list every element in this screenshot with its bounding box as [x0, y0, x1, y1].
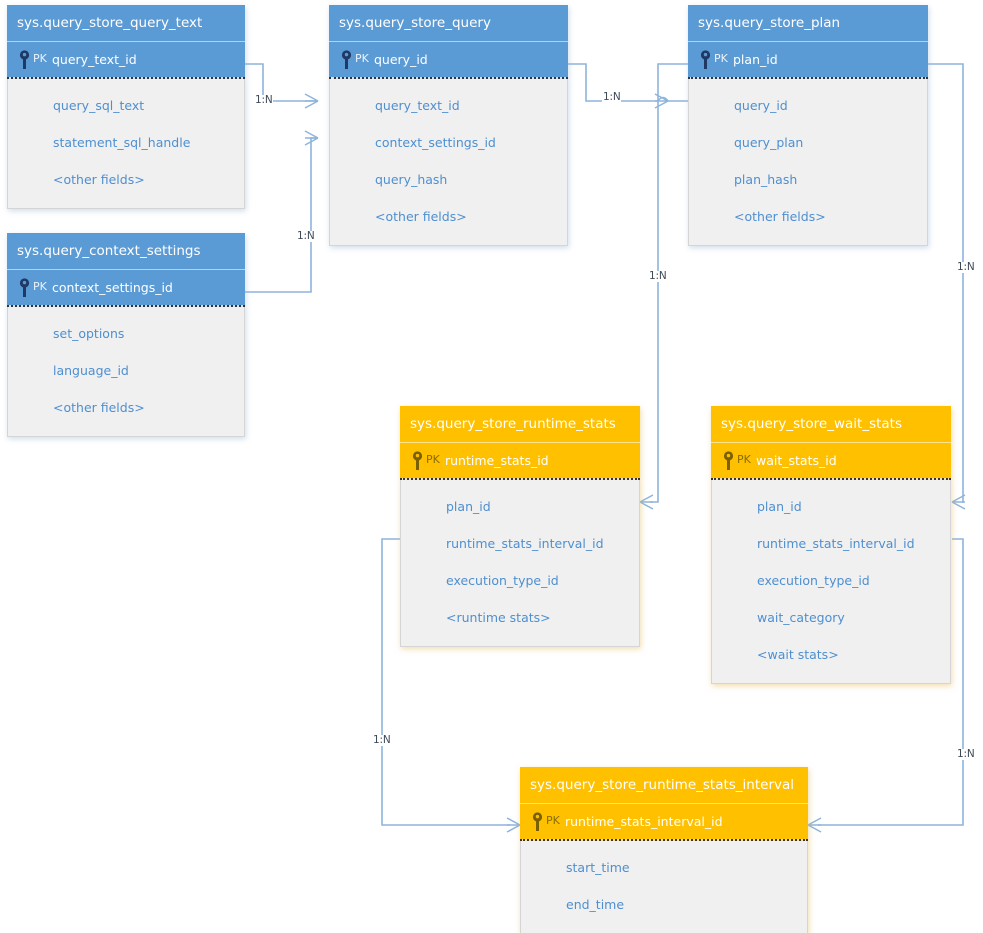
- pk-field-name: plan_id: [733, 52, 778, 67]
- field-row: language_id: [53, 363, 129, 378]
- pk-separator: [329, 77, 568, 79]
- field-row: query_plan: [734, 135, 804, 150]
- field-row: plan_hash: [734, 172, 798, 187]
- field-row: <wait stats>: [757, 647, 839, 662]
- entity-primary-key-row: PK plan_id: [688, 41, 928, 77]
- entity-title: sys.query_store_runtime_stats: [400, 406, 640, 442]
- pk-badge: PK: [33, 52, 47, 65]
- pk-field-name: query_id: [374, 52, 428, 67]
- field-row: <other fields>: [53, 400, 145, 415]
- field-row: <other fields>: [734, 209, 826, 224]
- key-icon: [19, 278, 30, 297]
- field-row: <other fields>: [375, 209, 467, 224]
- relationship-label-text-query: 1:N: [254, 94, 274, 106]
- key-icon: [19, 50, 30, 69]
- entity-title: sys.query_store_query: [329, 5, 568, 41]
- key-icon: [412, 451, 423, 470]
- entity-fields: plan_id runtime_stats_interval_id execut…: [400, 480, 640, 647]
- entity-primary-key-row: PK query_text_id: [7, 41, 245, 77]
- field-row: runtime_stats_interval_id: [757, 536, 915, 551]
- relationship-label-plan-wait: 1:N: [956, 261, 976, 273]
- field-row: runtime_stats_interval_id: [446, 536, 604, 551]
- key-icon: [723, 451, 734, 470]
- entity-title: sys.query_store_plan: [688, 5, 928, 41]
- field-row: query_id: [734, 98, 788, 113]
- entity-title: sys.query_store_query_text: [7, 5, 245, 41]
- field-row: statement_sql_handle: [53, 135, 191, 150]
- pk-field-name: runtime_stats_id: [445, 453, 549, 468]
- entity-fields: query_sql_text statement_sql_handle <oth…: [7, 79, 245, 209]
- pk-field-name: context_settings_id: [52, 280, 173, 295]
- pk-separator: [7, 77, 245, 79]
- field-row: end_time: [566, 897, 625, 912]
- field-row: <other fields>: [53, 172, 145, 187]
- entity-fields: plan_id runtime_stats_interval_id execut…: [711, 480, 951, 684]
- pk-separator: [688, 77, 928, 79]
- pk-field-name: wait_stats_id: [756, 453, 837, 468]
- field-row: plan_id: [446, 499, 491, 514]
- field-row: plan_id: [757, 499, 802, 514]
- key-icon: [700, 50, 711, 69]
- entity-primary-key-row: PK context_settings_id: [7, 269, 245, 305]
- pk-separator: [520, 839, 808, 841]
- pk-separator: [400, 478, 640, 480]
- field-row: execution_type_id: [757, 573, 870, 588]
- entity-primary-key-row: PK runtime_stats_id: [400, 442, 640, 478]
- relationship-label-wait-interval: 1:N: [956, 748, 976, 760]
- pk-field-name: query_text_id: [52, 52, 137, 67]
- field-row: start_time: [566, 860, 630, 875]
- entity-query-store-runtime-stats[interactable]: sys.query_store_runtime_stats PK runtime…: [400, 406, 640, 647]
- pk-separator: [711, 478, 951, 480]
- field-row: execution_type_id: [446, 573, 559, 588]
- field-row: wait_category: [757, 610, 845, 625]
- entity-primary-key-row: PK wait_stats_id: [711, 442, 951, 478]
- pk-separator: [7, 305, 245, 307]
- entity-query-context-settings[interactable]: sys.query_context_settings PK context_se…: [7, 233, 245, 437]
- relationship-label-runtime-interval: 1:N: [372, 734, 392, 746]
- entity-primary-key-row: PK query_id: [329, 41, 568, 77]
- relationship-label-plan-runtime: 1:N: [648, 270, 668, 282]
- key-icon: [532, 812, 543, 831]
- connector-context-to-query: [245, 130, 319, 293]
- entity-query-store-query[interactable]: sys.query_store_query PK query_id query_…: [329, 5, 568, 246]
- connector-plan-to-runtime-stats: [639, 63, 688, 510]
- entity-fields: set_options language_id <other fields>: [7, 307, 245, 437]
- entity-fields: query_text_id context_settings_id query_…: [329, 79, 568, 246]
- field-row: set_options: [53, 326, 125, 341]
- pk-badge: PK: [33, 280, 47, 293]
- entity-query-store-runtime-stats-interval[interactable]: sys.query_store_runtime_stats_interval P…: [520, 767, 808, 933]
- pk-badge: PK: [714, 52, 728, 65]
- connector-query-to-plan: [568, 63, 688, 109]
- field-row: context_settings_id: [375, 135, 496, 150]
- pk-field-name: runtime_stats_interval_id: [565, 814, 723, 829]
- relationship-label-context-query: 1:N: [296, 230, 316, 242]
- entity-query-store-wait-stats[interactable]: sys.query_store_wait_stats PK wait_stats…: [711, 406, 951, 684]
- entity-title: sys.query_store_runtime_stats_interval: [520, 767, 808, 803]
- entity-title: sys.query_context_settings: [7, 233, 245, 269]
- entity-query-store-plan[interactable]: sys.query_store_plan PK plan_id query_id…: [688, 5, 928, 246]
- entity-fields: start_time end_time: [520, 841, 808, 933]
- pk-badge: PK: [737, 453, 751, 466]
- entity-primary-key-row: PK runtime_stats_interval_id: [520, 803, 808, 839]
- field-row: query_text_id: [375, 98, 460, 113]
- pk-badge: PK: [546, 814, 560, 827]
- entity-title: sys.query_store_wait_stats: [711, 406, 951, 442]
- field-row: <runtime stats>: [446, 610, 551, 625]
- key-icon: [341, 50, 352, 69]
- field-row: query_hash: [375, 172, 448, 187]
- entity-fields: query_id query_plan plan_hash <other fie…: [688, 79, 928, 246]
- relationship-label-query-plan: 1:N: [602, 91, 622, 103]
- pk-badge: PK: [355, 52, 369, 65]
- entity-query-store-query-text[interactable]: sys.query_store_query_text PK query_text…: [7, 5, 245, 209]
- field-row: query_sql_text: [53, 98, 145, 113]
- pk-badge: PK: [426, 453, 440, 466]
